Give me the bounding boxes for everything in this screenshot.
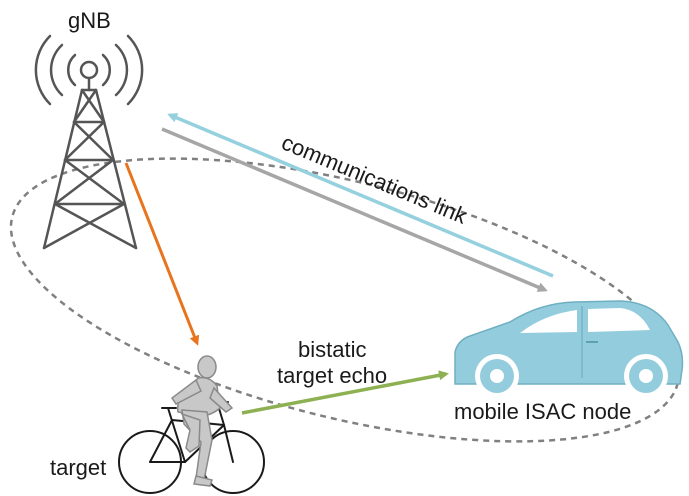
target-label: target — [50, 455, 106, 480]
gnb-tower-icon — [34, 34, 144, 250]
car-icon — [454, 300, 684, 398]
target-echo-label: target echo — [277, 363, 387, 388]
illumination-arrow — [124, 162, 200, 346]
downlink-arrow — [161, 127, 548, 292]
bistatic-label: bistatic — [298, 337, 366, 362]
communications-link-label: communications link — [278, 130, 471, 230]
uplink-arrow — [167, 113, 554, 278]
echo-arrow — [241, 370, 449, 415]
cyclist-icon — [118, 355, 265, 494]
mobile-node-label: mobile ISAC node — [454, 399, 631, 424]
gnb-label: gNB — [68, 8, 111, 33]
